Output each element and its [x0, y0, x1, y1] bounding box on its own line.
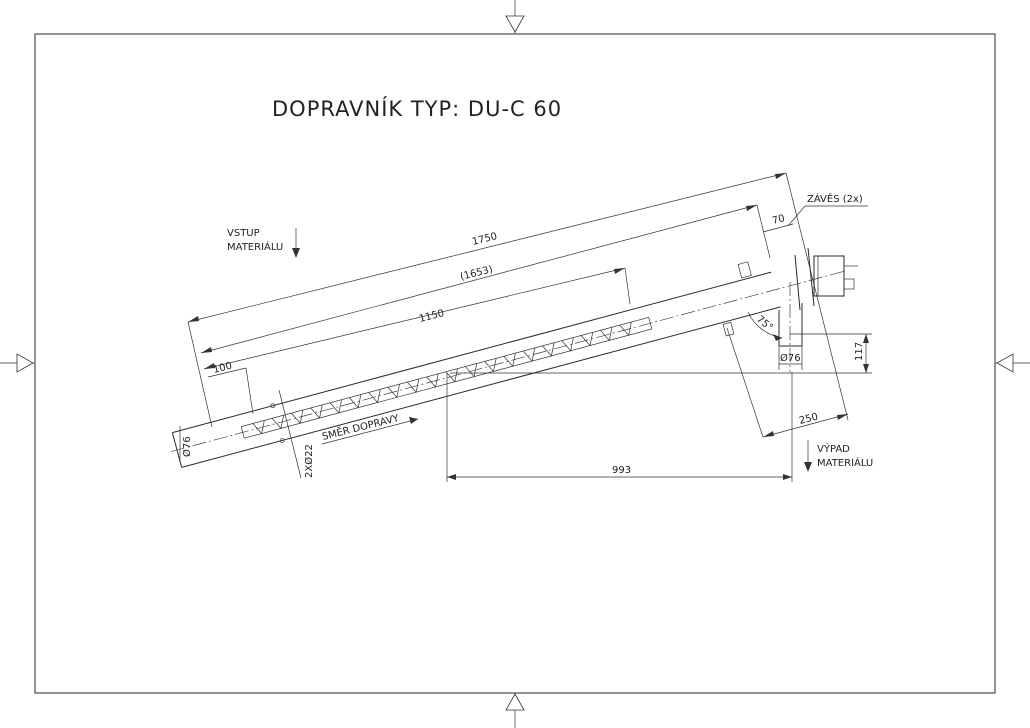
outlet-label: VÝPAD MATERIÁLU — [804, 440, 873, 472]
dim-250-text: 250 — [798, 412, 819, 427]
outlet-label-line1: VÝPAD — [817, 442, 850, 455]
dim-angle: 75° — [747, 311, 783, 341]
dim-70-text: 70 — [771, 213, 786, 227]
drawing-title: DOPRAVNÍK TYP: DU-C 60 — [272, 96, 562, 121]
dim-angle-text: 75° — [754, 314, 775, 334]
dim-100: 100 — [207, 361, 254, 415]
dim-117-text: 117 — [854, 342, 865, 361]
dim-993-text: 993 — [612, 465, 631, 476]
dim-outlet-dia-text: Ø76 — [780, 352, 801, 364]
dim-tube-dia: Ø76 — [179, 426, 193, 462]
hinge-label-text: ZÁVĚS (2x) — [807, 192, 863, 205]
outlet-label-line2: MATERIÁLU — [817, 456, 873, 469]
dim-1653: (1653) — [200, 204, 771, 354]
drive-head — [794, 247, 858, 311]
inlet-label: VSTUP MATERIÁLU — [227, 228, 300, 258]
direction-label: SMĚR DOPRAVY — [321, 411, 419, 445]
dim-outlet-dia: Ø76 — [778, 346, 803, 370]
dim-tube-dia-text: Ø76 — [181, 436, 193, 457]
center-mark-left — [0, 353, 35, 373]
conveyor-body — [171, 261, 844, 468]
dim-250: 250 — [726, 327, 849, 438]
inlet-label-line2: MATERIÁLU — [227, 240, 283, 253]
center-mark-bottom — [505, 693, 525, 728]
dim-holes-text: 2XØ22 — [303, 444, 315, 478]
dim-70: 70 — [762, 213, 794, 233]
dim-117: 117 — [450, 333, 872, 374]
inlet-label-line1: VSTUP — [227, 228, 260, 239]
dim-1150-text: 1150 — [418, 308, 445, 325]
screw-flights — [252, 321, 632, 435]
dim-1150: 1150 — [203, 267, 631, 370]
outlet-chute — [778, 282, 803, 372]
dim-1653-text: (1653) — [459, 264, 494, 283]
dim-993: 993 — [446, 372, 793, 482]
drawing-frame — [34, 33, 996, 694]
center-mark-right — [995, 353, 1030, 373]
dim-holes: 2XØ22 — [278, 389, 315, 479]
hinge-label: ZÁVĚS (2x) — [787, 192, 868, 227]
center-mark-top — [505, 0, 525, 34]
dim-100-text: 100 — [212, 361, 233, 376]
dim-1750: 1750 — [187, 172, 849, 428]
